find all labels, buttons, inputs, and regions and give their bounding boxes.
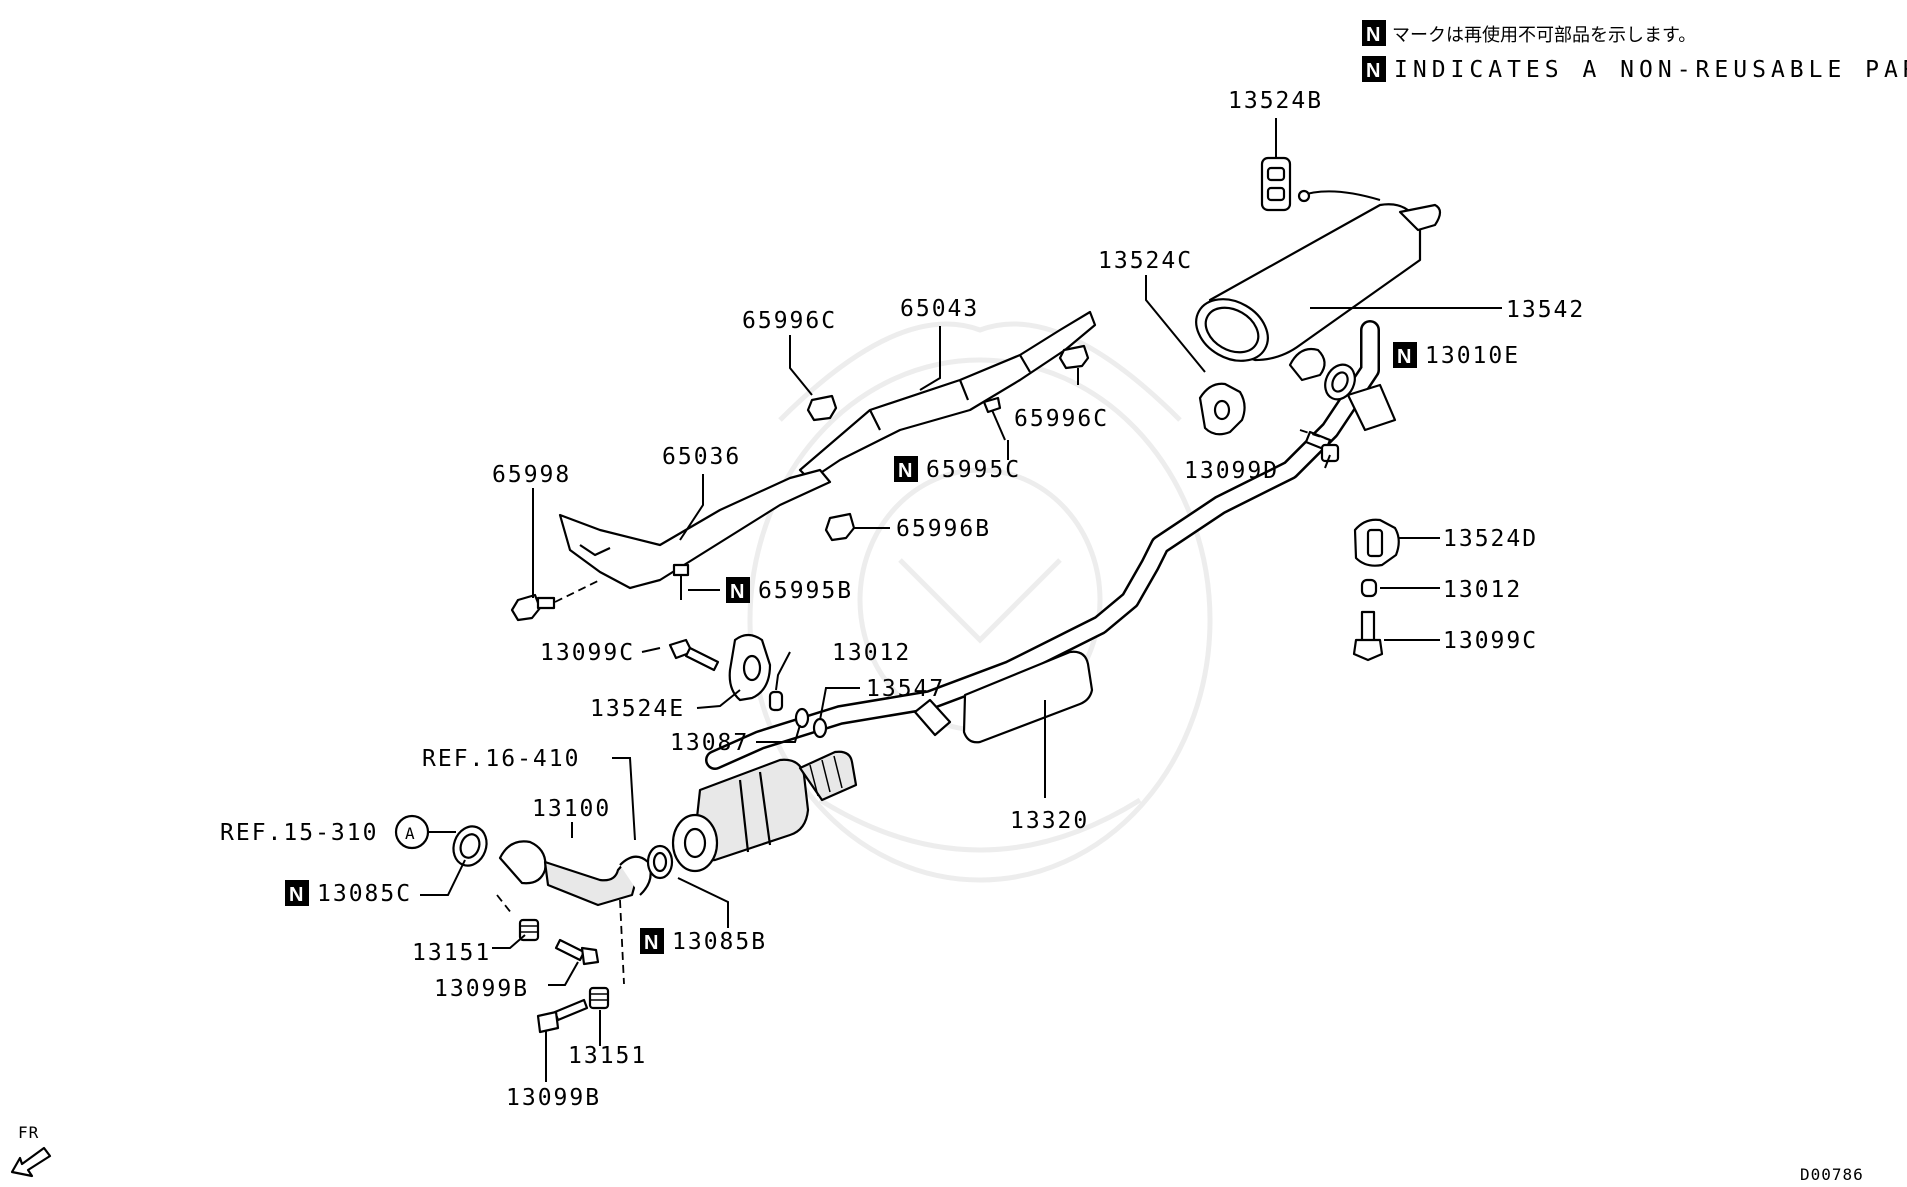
label-13099d: 13099D [1184, 458, 1279, 484]
label-65995b: 65995B [758, 578, 853, 604]
bolt-13099b [554, 938, 600, 966]
label-13099b: 13099B [434, 976, 529, 1002]
label-13085c: 13085C [317, 881, 412, 907]
label-ref-15-310: REF.15-310 [220, 820, 378, 846]
collar-13012 [768, 690, 784, 712]
leader-lines [400, 118, 1502, 1082]
label-13320: 13320 [1010, 808, 1089, 834]
front-pipe-13100 [498, 840, 652, 907]
spring-13151 [588, 986, 610, 1010]
hanger-13524e [728, 633, 772, 702]
label-13100: 13100 [532, 796, 611, 822]
hanger-13524d [1353, 518, 1400, 567]
bolt-65998 [510, 593, 556, 622]
diagram-id: D00786 [1800, 1165, 1864, 1184]
label-13099b: 13099B [506, 1085, 601, 1111]
non-reusable-badge [726, 577, 750, 603]
non-reusable-badge [894, 456, 918, 482]
hanger-13524b [1260, 156, 1292, 212]
part-labels: 13524B 13524C 13542 N 13010E 13099D 1352… [220, 88, 1585, 1111]
bolt-13099d [1304, 430, 1340, 463]
legend-text-en: INDICATES A NON-REUSABLE PART. [1394, 57, 1907, 83]
bolt-13099c [668, 638, 720, 672]
bolt-13099b [536, 998, 589, 1034]
label-13524b: 13524B [1228, 88, 1323, 114]
washer-13087 [794, 707, 810, 729]
label-65998: 65998 [492, 462, 571, 488]
grommet-65996c [806, 394, 838, 422]
watermark-crest [747, 321, 1213, 883]
non-reusable-badge [1393, 342, 1417, 368]
badge-letter: N [730, 581, 744, 603]
label-65043: 65043 [900, 296, 979, 322]
label-65996b: 65996B [896, 516, 991, 542]
legend: N マークは再使用不可部品を示します。 N INDICATES A NON-RE… [1362, 20, 1907, 83]
badge-letter: N [1397, 346, 1411, 368]
label-13012: 13012 [1443, 577, 1522, 603]
label-ref-16-410: REF.16-410 [422, 746, 580, 772]
label-13099c: 13099C [540, 640, 635, 666]
exhaust-pipe-13320 [671, 320, 1397, 873]
badge-letter: N [1366, 60, 1380, 82]
label-13151: 13151 [412, 940, 491, 966]
label-65996c: 65996C [1014, 406, 1109, 432]
label-13087: 13087 [670, 730, 749, 756]
washer-13547 [812, 717, 828, 739]
clip-65995b [672, 563, 690, 600]
non-reusable-badge [285, 880, 309, 906]
label-13085b: 13085B [672, 929, 767, 955]
non-reusable-badge [1362, 56, 1386, 82]
label-65996c: 65996C [742, 308, 837, 334]
heat-shield-65043 [798, 310, 1097, 482]
ref-circle-a [394, 814, 430, 850]
collar-13012 [1360, 578, 1378, 598]
heat-shield-65036 [558, 468, 832, 590]
badge-letter: N [898, 460, 912, 482]
non-reusable-badge [1362, 20, 1386, 46]
front-direction-indicator: FR [10, 1123, 52, 1178]
badge-letter: N [644, 932, 658, 954]
hanger-13524c [1198, 382, 1246, 436]
label-13547: 13547 [866, 676, 945, 702]
muffler-13542 [1195, 189, 1442, 382]
label-13524c: 13524C [1098, 248, 1193, 274]
label-13542: 13542 [1506, 297, 1585, 323]
label-13012: 13012 [832, 640, 911, 666]
label-13524e: 13524E [590, 696, 685, 722]
grommet-65996c [1058, 344, 1090, 370]
badge-letter: N [289, 884, 303, 906]
legend-text-jp: マークは再使用不可部品を示します。 [1392, 25, 1696, 46]
ref-circle-letter: A [405, 824, 416, 843]
label-13524d: 13524D [1443, 526, 1538, 552]
label-13010e: 13010E [1425, 343, 1520, 369]
clip-65995c [982, 396, 1006, 441]
label-13151: 13151 [568, 1043, 647, 1069]
label-65995c: 65995C [926, 457, 1021, 483]
bolt-13099c [1352, 610, 1384, 662]
label-65036: 65036 [662, 444, 741, 470]
badge-letter: N [1366, 24, 1380, 46]
label-13099c: 13099C [1443, 628, 1538, 654]
front-arrow-icon [10, 1146, 52, 1178]
fr-label: FR [18, 1123, 39, 1142]
non-reusable-badge [640, 928, 664, 954]
grommet-65996b [824, 512, 856, 542]
